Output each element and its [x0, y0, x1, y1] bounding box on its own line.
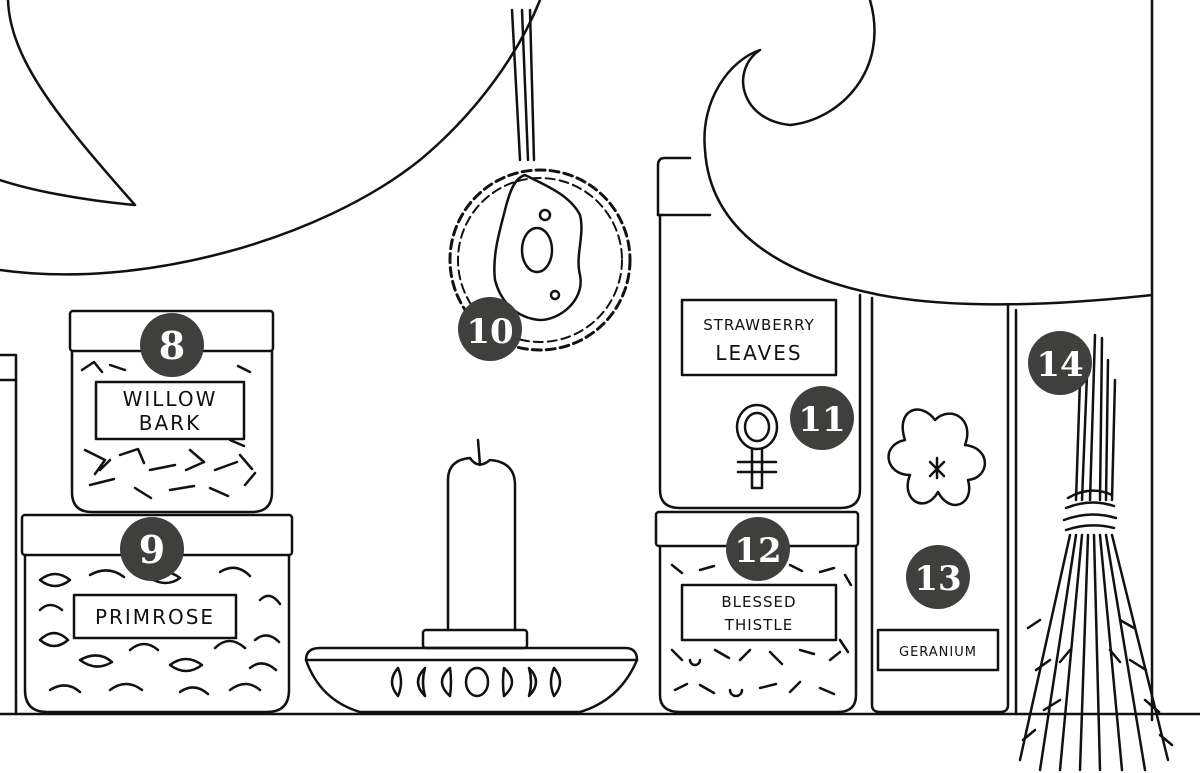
strawberry-leaves-label-line1: STRAWBERRY: [703, 316, 815, 334]
number-badge-8: 8: [140, 313, 204, 377]
strawberry-leaves-jar: [656, 156, 862, 510]
willow-bark-label-line1: WILLOW: [123, 387, 218, 411]
number-11: 11: [798, 400, 845, 440]
blessed-thistle-label-line1: BLESSED: [721, 593, 796, 611]
primrose-label: PRIMROSE: [95, 605, 215, 629]
number-12: 12: [734, 531, 781, 571]
moon-phases-icon: [390, 666, 562, 698]
blessed-thistle-label-line2: THISTLE: [724, 616, 793, 634]
number-8: 8: [159, 323, 185, 368]
number-14: 14: [1036, 345, 1083, 385]
willow-bark-label-line2: BARK: [139, 411, 201, 435]
primrose-jar: [20, 513, 294, 714]
number-badge-12: 12: [726, 517, 790, 581]
geranium-box: [870, 296, 1010, 714]
hanging-pendant: [448, 8, 632, 352]
number-badge-10: 10: [458, 297, 522, 361]
number-badge-11: 11: [790, 386, 854, 450]
strawberry-leaves-label-line2: LEAVES: [715, 341, 802, 365]
number-9: 9: [139, 527, 165, 572]
willow-bark-jar: [68, 309, 275, 514]
number-13: 13: [914, 559, 961, 599]
dried-herb-bundle: [1018, 333, 1174, 772]
geranium-flower-icon: [887, 408, 986, 506]
candle: [304, 438, 639, 714]
number-badge-13: 13: [906, 545, 970, 609]
drapery: [0, 0, 1154, 722]
number-badge-9: 9: [120, 517, 184, 581]
venus-symbol-icon: [735, 403, 779, 490]
geranium-label: GERANIUM: [899, 645, 977, 660]
number-badge-14: 14: [1028, 331, 1092, 395]
number-10: 10: [466, 312, 513, 352]
